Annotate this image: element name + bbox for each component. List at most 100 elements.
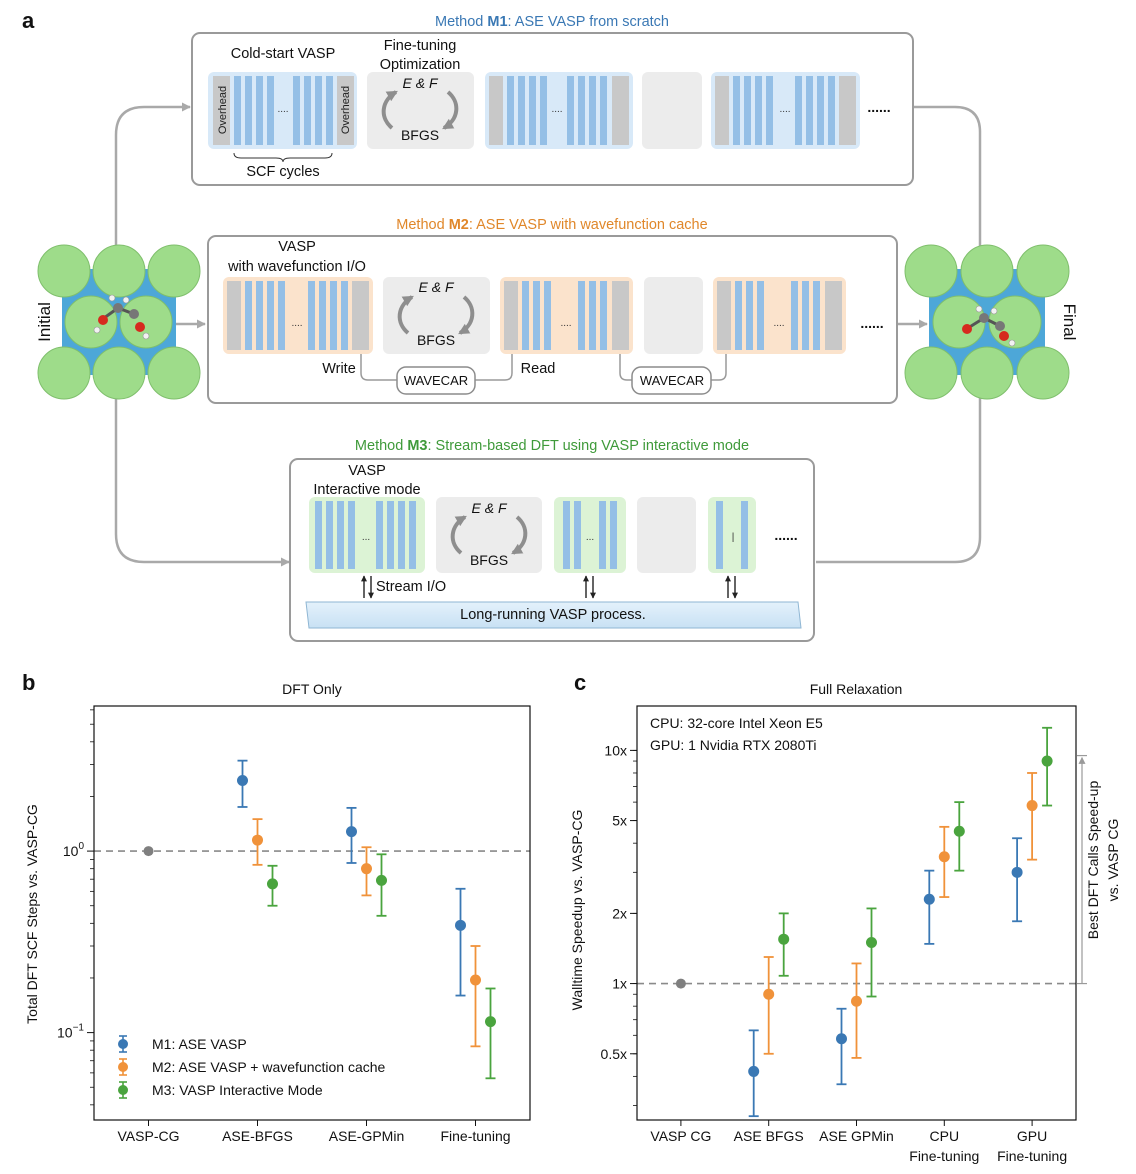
panel-label-b: b [22, 670, 35, 695]
m1-finetune-label-line1: Fine-tuning [384, 38, 457, 54]
c-xtick-label: Fine-tuning [909, 1148, 979, 1164]
c-ytick-label: 0.5x [601, 1046, 627, 1062]
c-data-point [851, 995, 862, 1007]
m3-block1-dots: ... [362, 532, 370, 543]
c-xtick-label: Fine-tuning [997, 1148, 1067, 1164]
m1-finetune-label-line2: Optimization [380, 57, 461, 73]
m3-block-interactive: ... [309, 497, 425, 573]
m2-title: Method M2: ASE VASP with wavefunction ca… [396, 217, 707, 233]
c-xtick-label: GPU [1017, 1128, 1047, 1144]
c-xtick-label: CPU [930, 1128, 960, 1144]
m2-optimizer-block: E & F BFGS [383, 277, 490, 354]
m2-read-connector-2 [711, 354, 727, 381]
m3-process-label: Long-running VASP process. [460, 607, 646, 623]
b-data-point [361, 863, 372, 875]
c-ytick-label: 5x [612, 813, 627, 829]
b-xtick-label: Fine-tuning [440, 1128, 510, 1144]
b-data-point [455, 919, 466, 931]
wavecar-box-1 [396, 366, 476, 395]
c-data-point [748, 1065, 760, 1077]
connector-m3-to-final [816, 379, 985, 564]
m1-scf-cycles-label: SCF cycles [246, 164, 319, 180]
legend-m1-label: M1: ASE VASP [152, 1036, 247, 1052]
chart-c-annotation-cpu: CPU: 32-core Intel Xeon E5 [650, 715, 823, 731]
m1-block-cold-start: Overhead .... Overhead [208, 72, 357, 149]
c-data-point [778, 933, 790, 945]
c-ytick-label: 2x [612, 905, 627, 921]
m1-cold-start-label: Cold-start VASP [231, 46, 336, 62]
b-data-point [252, 834, 263, 846]
c-data-point [1041, 755, 1053, 767]
b-data-point [485, 1016, 496, 1028]
m3-block-scf-3: | [708, 497, 756, 573]
m2-block3-dots: .... [773, 318, 784, 329]
m2-more-dots: ...... [860, 315, 883, 331]
b-data-point [237, 774, 248, 786]
m2-block-write: .... [223, 277, 373, 354]
m3-cycle-arrow-left [450, 515, 467, 555]
m1-optimizer-block-2 [642, 72, 702, 149]
c-ytick-label: 10x [604, 742, 627, 758]
m2-block-read-2: .... [713, 277, 846, 354]
m2-cycle-arrow-right [458, 295, 475, 335]
m1-block-scf-3: .... [711, 72, 860, 149]
wavecar-label-2: WAVECAR [640, 373, 704, 388]
legend-m1-marker [118, 1039, 128, 1049]
b-xtick-label: VASP-CG [118, 1128, 180, 1144]
m1-overhead-right-label: Overhead [340, 86, 352, 134]
m1-block3-dots: .... [779, 104, 790, 115]
m2-read-label: Read [521, 361, 556, 377]
vasp-process-bar [305, 601, 802, 629]
m1-cycle-arrow-right [442, 90, 459, 130]
chart-c-ylabel: Walltime Speedup vs. VASP-CG [569, 810, 585, 1011]
bracket-label-line2: vs. VASP CG [1105, 819, 1121, 902]
m1-cycle-arrow-left [381, 90, 398, 130]
m3-bfgs-label: BFGS [470, 552, 508, 568]
connector-initial-to-m1 [114, 102, 191, 270]
m3-block-scf-2: ... [554, 497, 626, 573]
m3-block3-dots: | [732, 532, 735, 543]
b-xtick-label: ASE-GPMin [329, 1128, 404, 1144]
m3-title: Method M3: Stream-based DFT using VASP i… [355, 438, 749, 454]
m2-optimizer-block-2 [644, 277, 703, 354]
chart-b-frame [93, 705, 531, 1121]
c-data-point [836, 1033, 847, 1045]
initial-structure-image [37, 244, 201, 400]
m2-write-label: Write [322, 361, 356, 377]
m2-cycle-arrow-left [397, 295, 414, 335]
chart-b-legend: M1: ASE VASP M2: ASE VASP + wavefunction… [118, 1035, 386, 1099]
m3-stream-io-label: Stream I/O [376, 579, 446, 595]
stream-io-arrows [361, 575, 738, 599]
chart-dft-only: DFT Only Total DFT SCF Steps vs. VASP-CG… [24, 681, 531, 1144]
c-data-point [923, 893, 935, 905]
b-data-point [267, 878, 278, 890]
m2-wfio-label: with wavefunction I/O [227, 259, 366, 275]
c-data-point [938, 851, 950, 863]
m2-write-connector [360, 354, 397, 381]
chart-c-annotation-gpu: GPU: 1 Nvidia RTX 2080Ti [650, 737, 817, 753]
m2-block-read: .... [500, 277, 633, 354]
connector-initial-to-m3 [114, 378, 290, 567]
legend-m3-marker [118, 1085, 128, 1095]
c-reference-point [675, 978, 686, 989]
m3-vasp-label: VASP [348, 463, 386, 479]
m1-title: Method M1: ASE VASP from scratch [435, 14, 669, 30]
m1-block-scf-2: .... [485, 72, 633, 149]
panel-label-c: c [574, 670, 586, 695]
legend-m3-label: M3: VASP Interactive Mode [152, 1082, 323, 1098]
b-data-point [470, 974, 481, 986]
m2-write-connector-2 [619, 354, 632, 381]
legend-m2-label: M2: ASE VASP + wavefunction cache [152, 1059, 386, 1075]
m1-overhead-left-label: Overhead [217, 86, 229, 134]
c-data-point [1026, 800, 1038, 812]
b-ytick-label: 100 [63, 841, 85, 859]
final-structure-image [904, 244, 1070, 400]
m1-dots: .... [277, 104, 288, 115]
c-data-point [1011, 866, 1023, 878]
m3-more-dots: ...... [774, 527, 797, 543]
chart-b-ylabel: Total DFT SCF Steps vs. VASP-CG [24, 804, 40, 1024]
m2-read-connector [475, 354, 513, 381]
m2-block1-dots: .... [291, 318, 302, 329]
bracket-label-line1: Best DFT Calls Speed-up [1085, 781, 1101, 940]
m1-optimizer-block: E & F BFGS [367, 72, 474, 149]
